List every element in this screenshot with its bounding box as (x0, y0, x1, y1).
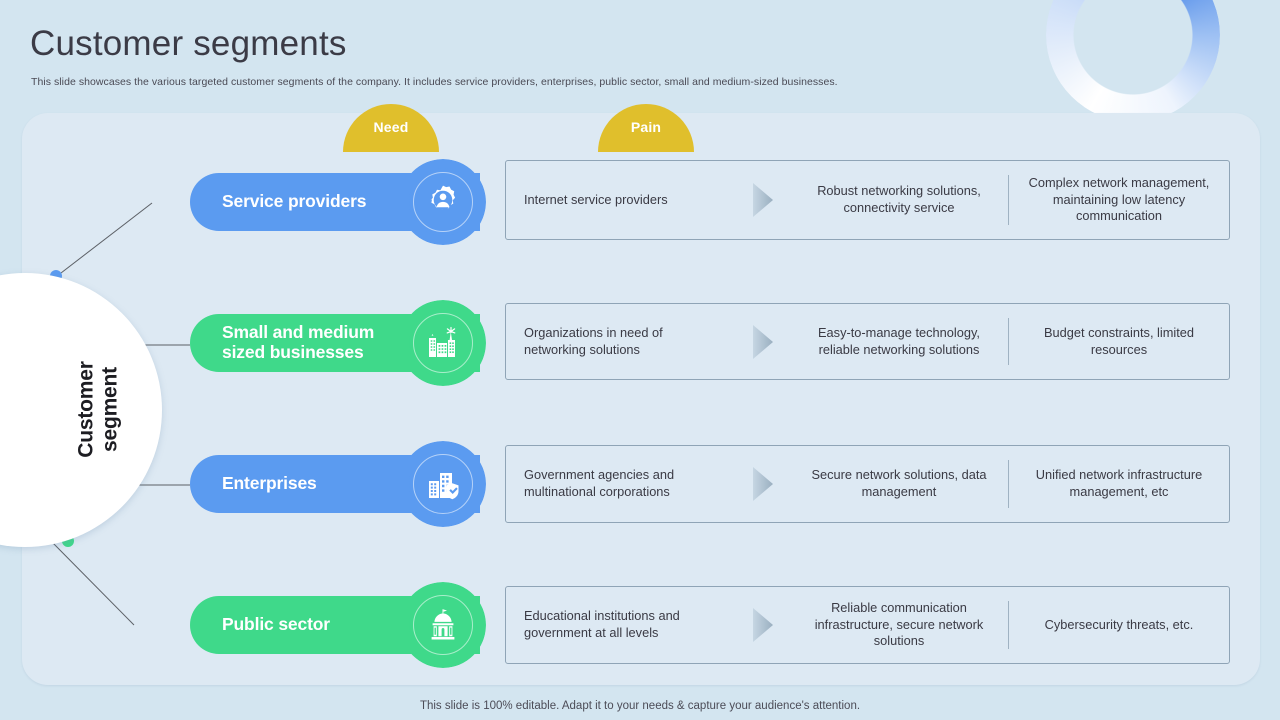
chevron-right-icon (753, 467, 773, 501)
need-badge-label: Need (373, 118, 409, 135)
pain-badge-label: Pain (630, 118, 662, 135)
need-cell: Secure network solutions, data managemen… (811, 467, 987, 499)
need-badge: Need (343, 104, 439, 152)
segment-row-small-medium-businesses[interactable]: Small and medium sized businesses (190, 300, 490, 386)
segment-pill[interactable]: Small and medium sized businesses (190, 314, 440, 372)
pain-badge: Pain (598, 104, 694, 152)
segment-pill[interactable]: Service providers (190, 173, 440, 231)
cell-divider (1008, 460, 1009, 508)
decorative-ring-graphic (1046, 0, 1220, 122)
chevron-right-icon (753, 183, 773, 217)
who-cell: Educational institutions and government … (524, 608, 680, 640)
need-cell: Easy-to-manage technology, reliable netw… (818, 324, 980, 357)
arrow-cell (736, 161, 790, 239)
segment-icon-badge[interactable] (409, 591, 477, 659)
gear-user-icon (430, 185, 456, 210)
segment-label: Small and medium sized businesses (222, 322, 375, 362)
detail-box-service-providers: Internet service providers Robust networ… (505, 160, 1230, 240)
segment-icon-badge[interactable] (409, 309, 477, 377)
segment-label: Public sector (222, 614, 330, 635)
who-cell: Internet service providers (524, 191, 668, 207)
segment-pill[interactable]: Public sector (190, 596, 440, 654)
segment-pill[interactable]: Enterprises (190, 455, 440, 513)
segment-label: Service providers (222, 191, 367, 212)
cell-divider (1008, 601, 1009, 649)
diagram-card: Customer segment Need Pain Service provi… (0, 104, 1260, 685)
chevron-right-icon (753, 608, 773, 642)
detail-box-small-medium-businesses: Organizations in need of networking solu… (505, 303, 1230, 380)
who-cell: Government agencies and multinational co… (524, 467, 675, 499)
page-subtitle: This slide showcases the various targete… (31, 76, 838, 88)
detail-box-enterprises: Government agencies and multinational co… (505, 445, 1230, 523)
who-cell: Organizations in need of networking solu… (524, 324, 663, 357)
need-cell: Reliable communication infrastructure, s… (814, 599, 984, 649)
segment-icon-badge[interactable] (409, 168, 477, 236)
chevron-right-icon (753, 324, 773, 359)
arrow-cell (736, 446, 790, 522)
office-shield-icon (429, 473, 459, 500)
pain-cell: Budget constraints, limited resources (1043, 324, 1195, 357)
detail-box-public-sector: Educational institutions and government … (505, 586, 1230, 664)
cell-divider (1008, 318, 1009, 365)
arrow-cell (736, 587, 790, 663)
segment-label: Enterprises (222, 473, 317, 494)
hub-circle (0, 273, 162, 547)
pain-cell: Cybersecurity threats, etc. (1044, 616, 1194, 632)
segment-icon-badge[interactable] (409, 450, 477, 518)
government-building-icon (431, 609, 455, 640)
footer-note: This slide is 100% editable. Adapt it to… (419, 700, 861, 712)
segment-row-public-sector[interactable]: Public sector (190, 582, 490, 668)
cell-divider (1008, 175, 1009, 225)
pain-cell: Complex network management, maintaining … (1028, 174, 1210, 224)
page-title: Customer segments (30, 24, 347, 63)
segment-row-service-providers[interactable]: Service providers (190, 159, 490, 245)
pain-cell: Unified network infrastructure managemen… (1035, 467, 1203, 499)
segment-row-enterprises[interactable]: Enterprises (190, 441, 490, 527)
city-buildings-icon (429, 326, 456, 357)
need-cell: Robust networking solutions, connectivit… (817, 183, 981, 215)
arrow-cell (736, 304, 790, 379)
